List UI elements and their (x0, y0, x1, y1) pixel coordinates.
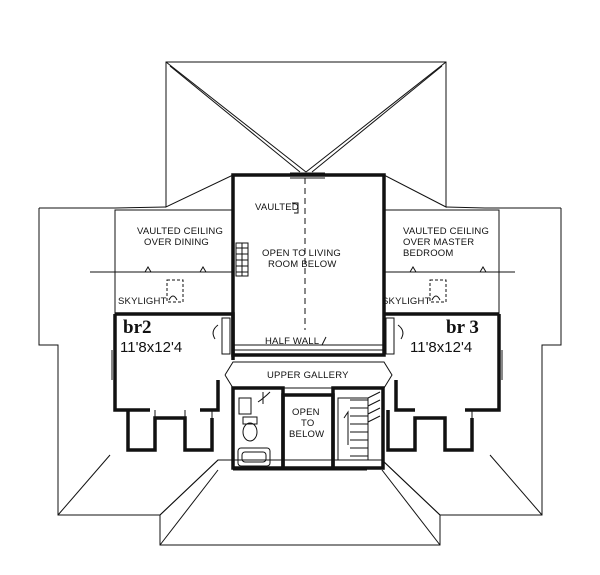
bedroom-2-walls (111, 312, 235, 452)
open-below-line-3: BELOW (289, 429, 324, 440)
staircase (331, 386, 385, 470)
vaulted-ceiling-master-line-2: OVER MASTER (403, 237, 474, 248)
bathroom (231, 386, 285, 470)
skylight-right-mark (429, 279, 447, 303)
vaulted-ceiling-dining-line-1: VAULTED CEILING (137, 226, 223, 237)
vaulted-label: VAULTED (255, 202, 299, 213)
open-below-line-2: TO (301, 418, 314, 429)
labels: VAULTED CEILING OVER DINING VAULTED CEIL… (118, 202, 489, 440)
upper-gallery-label: UPPER GALLERY (267, 370, 349, 381)
skylight-left-mark (166, 279, 184, 303)
half-wall-label: HALF WALL (265, 336, 319, 347)
vaulted-ceiling-master-line-3: BEDROOM (403, 248, 454, 259)
open-living-line-2: ROOM BELOW (268, 259, 337, 270)
vaulted-ceiling-master-line-1: VAULTED CEILING (403, 226, 489, 237)
skylight-right-label: SKYLIGHT (382, 296, 431, 307)
bedroom-3-name: br 3 (446, 317, 479, 338)
vaulted-ceiling-dining-line-2: OVER DINING (144, 237, 209, 248)
open-living-line-1: OPEN TO LIVING (262, 248, 341, 259)
bedroom-3-dimensions: 11'8x12'4 (410, 339, 472, 356)
bedroom-2-name: br2 (123, 317, 152, 338)
roof-lines (38, 61, 562, 546)
bedroom-3-walls (384, 312, 503, 452)
open-living-area (231, 172, 386, 357)
open-below-line-1: OPEN (292, 407, 320, 418)
bedroom-2-dimensions: 11'8x12'4 (120, 339, 182, 356)
skylight-left-label: SKYLIGHT (118, 296, 167, 307)
